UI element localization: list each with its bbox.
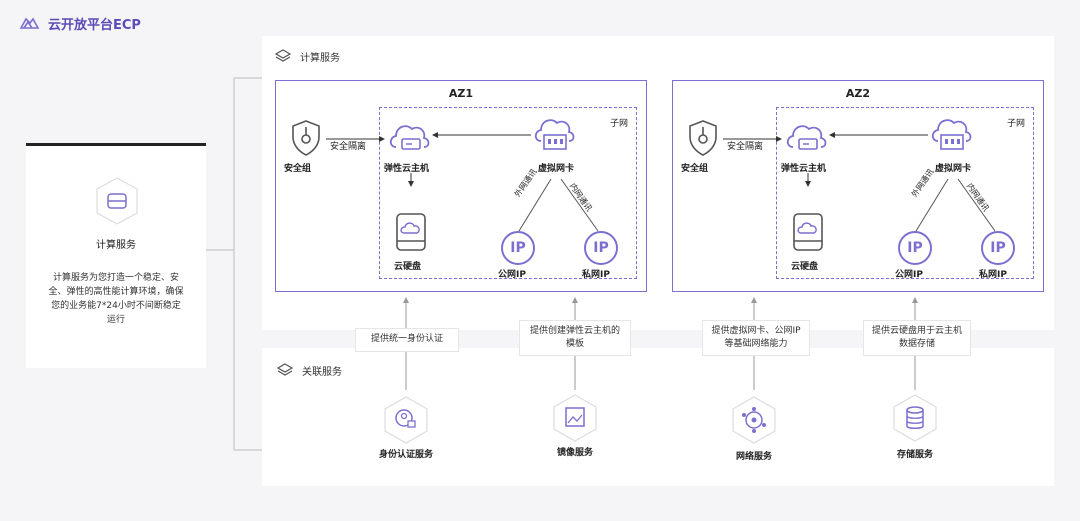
related-section-title: 关联服务 [302,366,342,378]
image-icon [553,394,597,442]
private-ip-icon: IP [584,231,618,265]
network-icon [732,396,776,444]
zone-title: AZ1 [448,87,474,100]
zone-az2: AZ2 子网 安全组 安全隔离 弹性云主机 虚拟网卡 云硬盘 IP 公网IP I… [672,80,1044,292]
cloud-server-icon [389,125,430,150]
compute-section-header: 计算服务 [274,48,340,64]
identity-icon [384,396,428,444]
vnic-label: 虚拟网卡 [935,164,972,174]
app-title: 云开放平台ECP [48,18,141,33]
disk-label: 云硬盘 [791,262,819,272]
callout-identity: 提供统一身份认证 [355,328,459,352]
callout-image: 提供创建弹性云主机的模板 [519,320,631,356]
cloud-logo-icon [19,17,40,29]
ecs-label: 弹性云主机 [384,164,430,174]
virtual-nic-icon [931,119,972,150]
virtual-nic-icon [534,119,575,150]
public-ip-label: 公网IP [498,270,526,280]
private-ip-icon: IP [981,231,1015,265]
subnet-box: 子网 [776,107,1034,279]
shield-key-icon [689,120,717,156]
public-ip-icon: IP [501,231,535,265]
disk-label: 云硬盘 [394,262,422,272]
service-label: 存储服务 [896,450,933,460]
app-logo: 云开放平台ECP [18,14,141,33]
subnet-label: 子网 [1006,119,1025,129]
card-description: 计算服务为您打造一个稳定、安全、弹性的高性能计算环境，确保您的业务能7*24小时… [48,273,184,325]
zone-az1: AZ1 子网 安全组 安全隔离 弹性云主机 虚拟网卡 云硬盘 IP 公网IP [275,80,647,292]
cloud-disk-icon [793,213,823,251]
security-group-label: 安全组 [284,164,312,174]
cloud-server-icon [786,125,827,150]
az1-diagram-lines [326,132,599,232]
callout-storage: 提供云硬盘用于云主机数据存储 [863,320,971,356]
callout-network: 提供虚拟网卡、公网IP等基础网络能力 [702,320,810,356]
service-label: 镜像服务 [556,448,593,458]
subnet-label: 子网 [609,119,628,129]
compute-hex-icon [96,177,138,225]
compute-service-card: 计算服务 计算服务为您打造一个稳定、安全、弹性的高性能计算环境，确保您的业务能7… [26,143,206,368]
cloud-disk-icon [396,213,426,251]
ecs-label: 弹性云主机 [781,164,827,174]
storage-icon [893,394,937,442]
layers-icon [274,49,292,62]
compute-section-title: 计算服务 [300,52,340,64]
public-ip-label: 公网IP [895,270,923,280]
shield-key-icon [292,120,320,156]
zone-title: AZ2 [845,87,871,100]
public-ip-icon: IP [898,231,932,265]
private-ip-label: 私网IP [979,270,1007,280]
service-label: 网络服务 [735,452,772,462]
az2-diagram-lines [723,132,996,232]
isolation-label: 安全隔离 [330,142,367,152]
isolation-label: 安全隔离 [727,142,764,152]
private-ip-label: 私网IP [582,270,610,280]
service-label: 身份认证服务 [378,450,433,460]
layers-icon [276,363,294,376]
card-title: 计算服务 [96,240,136,251]
subnet-box: 子网 [379,107,637,279]
security-group-label: 安全组 [681,164,709,174]
related-section-header: 关联服务 [276,362,342,378]
vnic-label: 虚拟网卡 [538,164,575,174]
